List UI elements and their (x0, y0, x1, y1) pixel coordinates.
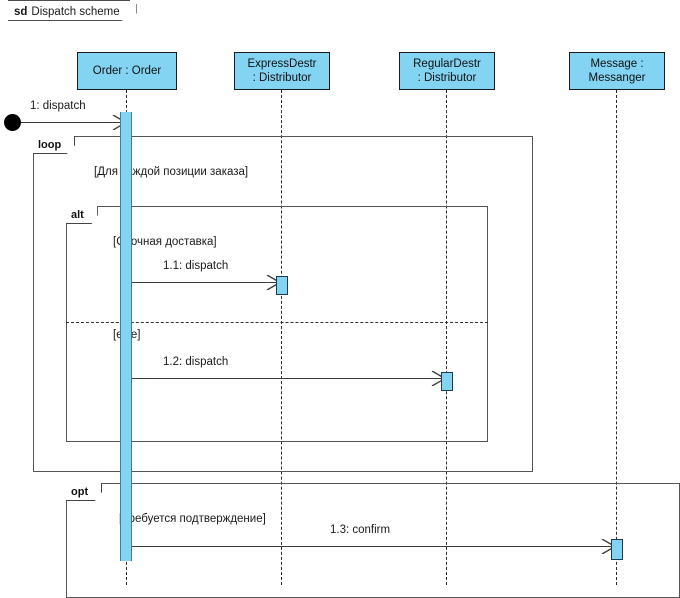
diagram-kind-keyword: sd (14, 6, 28, 18)
activation-bar-messenger[interactable] (611, 539, 623, 560)
start-node (4, 114, 21, 131)
activation-bar-regulardestr[interactable] (441, 372, 453, 391)
fragment-guard-alt-branch1: [Срочная доставка] (113, 236, 217, 248)
sequence-diagram-canvas: sd Dispatch scheme Order : Order Express… (4, 0, 680, 598)
frame-label-underline (8, 0, 130, 1)
lifeline-head-regulardestr[interactable]: RegularDestr : Distributor (399, 52, 495, 90)
message-line-1-dispatch[interactable] (21, 122, 125, 123)
activation-bar-expressdestr[interactable] (276, 276, 288, 295)
lifeline-head-expressdestr[interactable]: ExpressDestr : Distributor (234, 52, 330, 90)
lifeline-label-messenger-line2: Messanger (588, 72, 646, 84)
fragment-alt-divider (66, 322, 488, 323)
message-label-12-dispatch: 1.2: dispatch (163, 356, 229, 368)
message-label-11-dispatch: 1.1: dispatch (163, 260, 229, 272)
lifeline-line-expressdestr (281, 90, 282, 585)
fragment-operator-opt: opt (66, 483, 103, 501)
fragment-guard-loop: [Для каждой позиции заказа] (94, 166, 249, 178)
lifeline-label-regulardestr-line2: : Distributor (417, 72, 477, 84)
message-line-11-dispatch[interactable] (131, 282, 279, 283)
fragment-opt (66, 483, 680, 598)
lifeline-head-messenger[interactable]: Message : Messanger (569, 52, 665, 90)
fragment-guard-opt: [Требуется подтверждение] (119, 513, 266, 525)
activation-bar-order[interactable] (120, 112, 132, 561)
fragment-operator-alt: alt (66, 206, 98, 224)
fragment-loop (33, 136, 533, 472)
lifeline-head-order[interactable]: Order : Order (77, 52, 177, 90)
diagram-frame-label: sd Dispatch scheme (8, 4, 137, 21)
lifeline-label-expressdestr-line2: : Distributor (252, 72, 312, 84)
message-label-1-dispatch: 1: dispatch (30, 100, 86, 112)
lifeline-label-expressdestr-line1: ExpressDestr (247, 58, 317, 70)
message-line-12-dispatch[interactable] (131, 378, 444, 379)
fragment-alt (66, 206, 488, 442)
lifeline-line-regulardestr (446, 90, 447, 585)
message-line-13-confirm[interactable] (131, 546, 614, 547)
lifeline-label-messenger-line1: Message : (590, 58, 644, 70)
diagram-title: Dispatch scheme (31, 6, 120, 18)
fragment-operator-loop: loop (33, 136, 76, 154)
lifeline-line-messenger (616, 90, 617, 585)
lifeline-label-regulardestr-line1: RegularDestr (413, 58, 481, 70)
lifeline-label-order-line1: Order : Order (92, 65, 162, 77)
message-label-13-confirm: 1.3: confirm (330, 524, 391, 536)
